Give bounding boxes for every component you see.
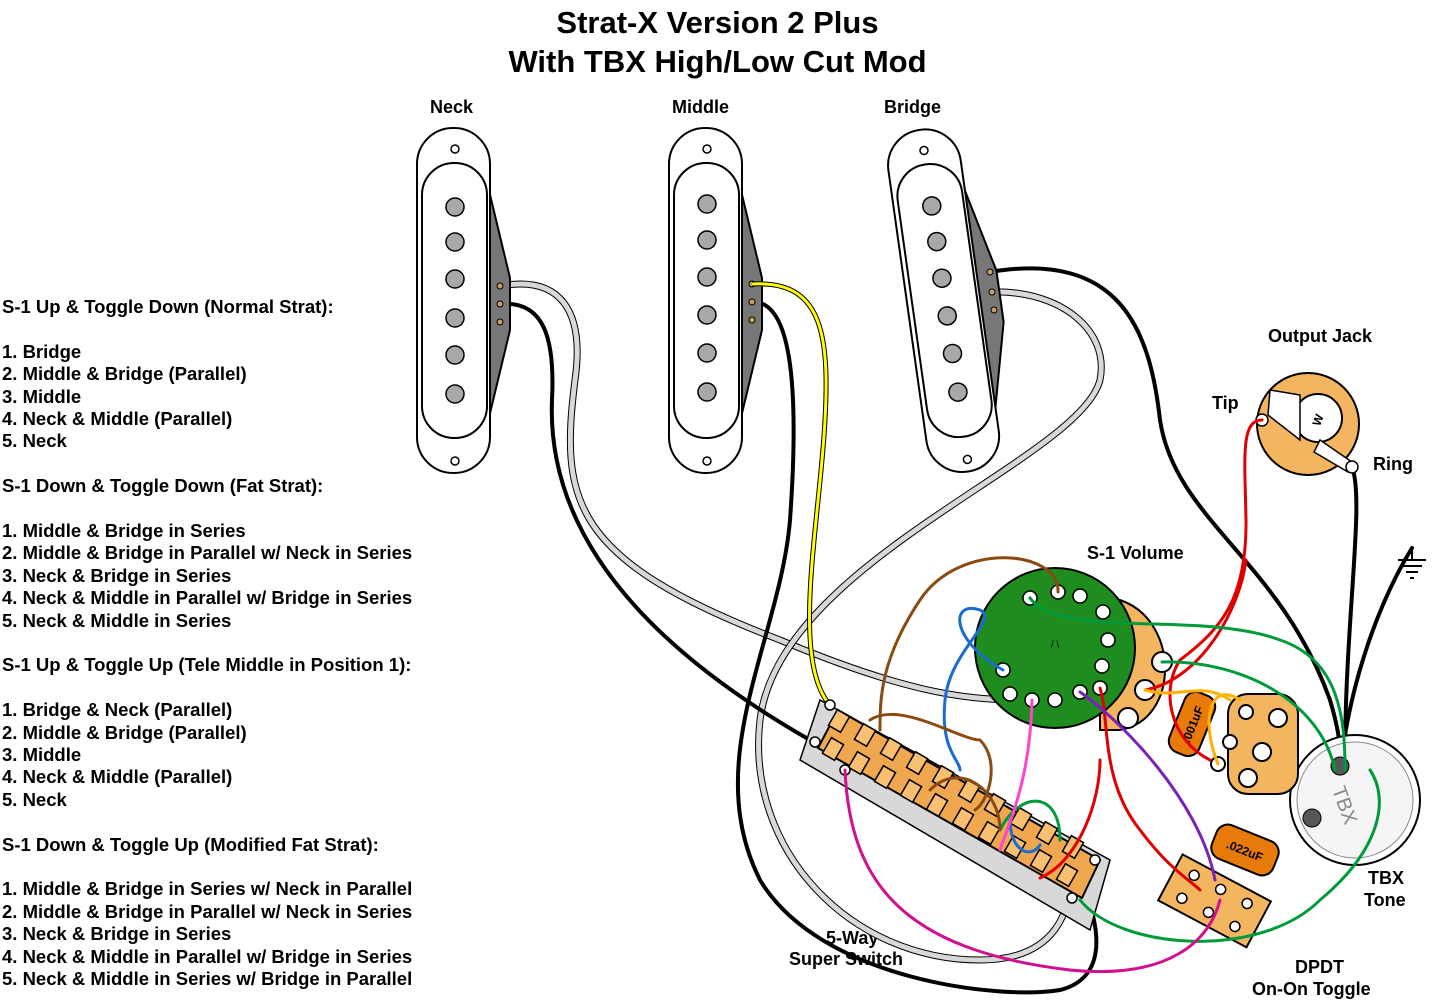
legend-item: 1. Middle & Bridge in Series: [2, 520, 246, 542]
middle-pickup-label: Middle: [672, 97, 729, 117]
middle-pole-piece: [697, 382, 717, 402]
neck-pickup: [416, 127, 511, 474]
middle-pole-piece: [697, 230, 717, 250]
orange-tbx-wire: [1207, 693, 1242, 766]
middle-pole-piece: [697, 194, 717, 214]
svg-text:/ \: / \: [1051, 640, 1060, 651]
neck-pole-piece: [445, 308, 465, 328]
capacitor-022: .022uF: [1210, 823, 1280, 877]
diagram-title-line2: With TBX High/Low Cut Mod: [508, 44, 927, 79]
legend-item: 1. Bridge: [2, 340, 82, 362]
blue-wire: [942, 607, 1005, 772]
bridge-pickup: [887, 128, 1005, 473]
neck-pole-piece: [445, 269, 465, 289]
dpdt-label-line2: On-On Toggle: [1252, 979, 1371, 999]
purple-wire: [1078, 690, 1217, 882]
bridge-pole-piece: [937, 306, 957, 326]
legend-heading: S-1 Up & Toggle Up (Tele Middle in Posit…: [2, 654, 412, 676]
red-toggle-wire: [1098, 686, 1202, 892]
middle-pole-piece: [697, 305, 717, 325]
five-way-super-switch: [799, 698, 1111, 932]
legend-item: 3. Middle: [2, 744, 82, 766]
green-wire-1: [1028, 596, 1347, 772]
legend: S-1 Up & Toggle Down (Normal Strat): 1. …: [2, 296, 412, 990]
middle-black-wire: [735, 299, 1099, 995]
legend-section: S-1 Up & Toggle Up (Tele Middle in Posit…: [2, 654, 412, 833]
bridge-black-wire: [988, 266, 1343, 772]
legend-item: 4. Neck & Middle (Parallel): [2, 766, 233, 788]
legend-section: S-1 Up & Toggle Down (Normal Strat): 1. …: [2, 296, 412, 475]
red-volume-wire: [1143, 558, 1248, 692]
five-way-label-line1: 5-Way: [826, 928, 879, 948]
pink-wire: [998, 698, 1034, 852]
legend-item: 3. Neck & Bridge in Series: [2, 923, 232, 945]
legend-item: 5. Neck & Middle in Series w/ Bridge in …: [2, 968, 413, 990]
red-switch-wire: [1038, 758, 1102, 880]
legend-item: 5. Neck: [2, 430, 67, 452]
bridge-pole-piece: [927, 231, 947, 252]
bridge-pickup-label: Bridge: [884, 97, 942, 117]
legend-item: 1. Middle & Bridge in Series w/ Neck in …: [2, 878, 413, 900]
legend-item: 2. Middle & Bridge in Parallel w/ Neck i…: [2, 542, 413, 564]
s1-volume-label: S-1 Volume: [1087, 543, 1184, 563]
red-tip-wire: [1168, 418, 1264, 762]
legend-item: 1. Bridge & Neck (Parallel): [2, 699, 233, 721]
blue-switch-wire: [1008, 818, 1042, 854]
ground-icon: [1398, 548, 1426, 579]
ring-label: Ring: [1373, 454, 1413, 474]
legend-item: 2. Middle & Bridge (Parallel): [2, 721, 247, 743]
legend-item: 4. Neck & Middle (Parallel): [2, 408, 233, 430]
legend-item: 5. Neck: [2, 788, 67, 810]
legend-heading: S-1 Down & Toggle Down (Fat Strat):: [2, 475, 324, 497]
brown-wire: [878, 556, 1060, 732]
tbx-tone-label-line1: TBX: [1368, 868, 1404, 888]
neck-pole-piece: [445, 384, 465, 404]
bridge-pole-piece: [922, 196, 942, 216]
brown-switch-wire-2: [928, 776, 1002, 832]
diagram-title-line1: Strat-X Version 2 Plus: [556, 5, 879, 40]
output-jack: W: [1255, 372, 1360, 476]
ring-black-wire: [1343, 465, 1359, 762]
magenta-wire: [843, 768, 1222, 973]
tbx-tone-pot: TBX: [1210, 693, 1421, 866]
bridge-pole-piece: [932, 268, 952, 288]
neck-pole-piece: [445, 345, 465, 365]
legend-item: 3. Middle: [2, 385, 82, 407]
legend-item: 5. Neck & Middle in Series: [2, 609, 232, 631]
legend-item: 2. Middle & Bridge (Parallel): [2, 363, 247, 385]
bridge-pole-piece: [948, 382, 968, 402]
jack-mark-text: W: [1309, 412, 1326, 428]
middle-pole-piece: [697, 343, 717, 363]
neck-pickup-label: Neck: [430, 97, 474, 117]
green-switch-wire: [998, 799, 1062, 842]
tip-label: Tip: [1212, 393, 1239, 413]
legend-section: S-1 Down & Toggle Down (Fat Strat): 1. M…: [2, 475, 412, 654]
bridge-pole-piece: [942, 343, 963, 364]
neck-pole-piece: [445, 232, 465, 252]
s1-volume-pot: / \: [974, 567, 1173, 731]
middle-pole-piece: [697, 267, 717, 287]
tbx-tone-label-line2: Tone: [1364, 890, 1406, 910]
legend-item: 3. Neck & Bridge in Series: [2, 564, 232, 586]
legend-item: 4. Neck & Middle in Parallel w/ Bridge i…: [2, 945, 413, 967]
dpdt-label-line1: DPDT: [1295, 957, 1344, 977]
legend-section: S-1 Down & Toggle Up (Modified Fat Strat…: [2, 834, 412, 991]
neck-pole-piece: [445, 197, 465, 217]
green-wire-3: [1078, 768, 1381, 943]
legend-item: 4. Neck & Middle in Parallel w/ Bridge i…: [2, 587, 413, 609]
legend-heading: S-1 Up & Toggle Down (Normal Strat):: [2, 296, 334, 317]
neck-black-wire: [498, 301, 812, 742]
green-wire-2: [1160, 660, 1337, 772]
legend-item: 2. Middle & Bridge in Parallel w/ Neck i…: [2, 900, 413, 922]
middle-pickup: [668, 127, 763, 474]
legend-heading: S-1 Down & Toggle Up (Modified Fat Strat…: [2, 833, 379, 855]
output-jack-label: Output Jack: [1268, 326, 1373, 346]
